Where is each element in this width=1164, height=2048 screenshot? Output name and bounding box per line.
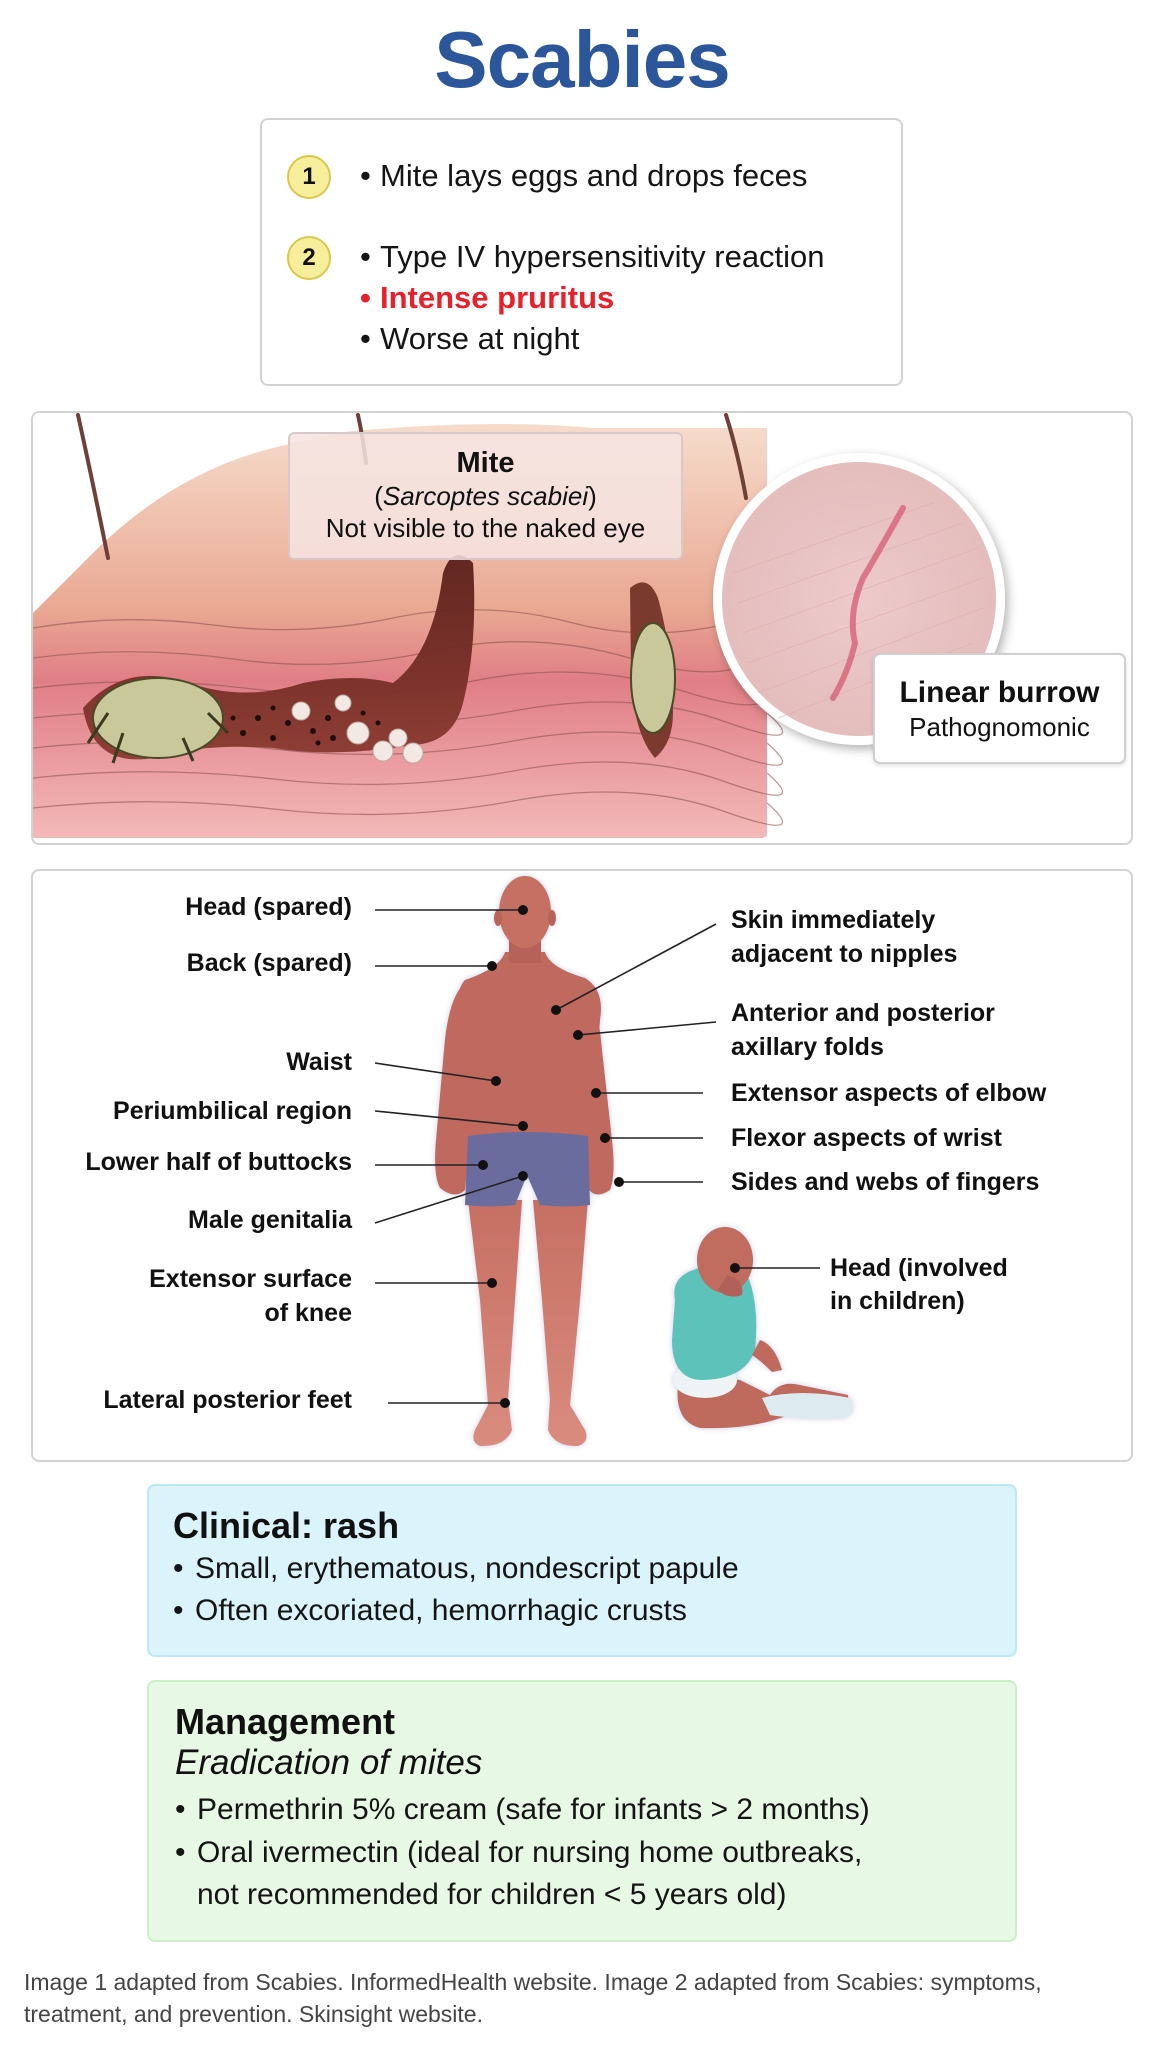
label-axillary-folds: Anterior and posterior axillary folds	[731, 999, 995, 1061]
clinical-bullet-1: •Small, erythematous, nondescript papule	[173, 1552, 739, 1585]
mite-label-title: Mite	[456, 447, 515, 479]
clinical-heading: Clinical: rash	[173, 1505, 400, 1546]
label-head-spared: Head (spared)	[185, 893, 352, 921]
bullet-text: Worse at night	[380, 321, 580, 356]
linear-burrow-title: Linear burrow	[899, 676, 1100, 709]
body-figure-diagram	[374, 876, 854, 1447]
label-lateral-posterior-feet: Lateral posterior feet	[103, 1386, 352, 1414]
label-extensor-elbow: Extensor aspects of elbow	[731, 1079, 1047, 1107]
linear-burrow-subtitle: Pathognomonic	[909, 712, 1090, 742]
bullet-dot: •	[360, 158, 371, 193]
management-subheading: Eradication of mites	[175, 1743, 483, 1782]
step-2-bullet-3: • Worse at night	[360, 319, 579, 359]
mite-label-note: Not visible to the naked eye	[325, 513, 646, 543]
child-figure	[672, 1227, 854, 1429]
label-flexor-wrist: Flexor aspects of wrist	[731, 1124, 1002, 1152]
label-head-involved-children: Head (involved in children)	[830, 1254, 1008, 1315]
label-male-genitalia: Male genitalia	[188, 1206, 352, 1234]
label-extensor-surface-knee: Extensor surface of knee	[149, 1265, 352, 1327]
bullet-text: Type IV hypersensitivity reaction	[380, 239, 825, 274]
label-periumbilical-region: Periumbilical region	[113, 1097, 352, 1125]
linear-burrow-label: Linear burrow Pathognomonic	[873, 653, 1126, 764]
page-title: Scabies	[434, 15, 730, 104]
adult-figure	[435, 876, 614, 1447]
footnote-line-2: treatment, and prevention. Skinsight web…	[24, 2001, 483, 2027]
management-box: Management Eradication of mites •Permeth…	[147, 1680, 1017, 1942]
bullet-dot: •	[360, 280, 371, 315]
connector-dots	[478, 905, 740, 1408]
pathophysiology-box	[260, 118, 903, 386]
label-lower-half-buttocks: Lower half of buttocks	[85, 1148, 352, 1176]
bullet-dot: •	[360, 239, 371, 274]
step-2-bullet-1: • Type IV hypersensitivity reaction	[360, 237, 825, 277]
step-1-bullet-1: • Mite lays eggs and drops feces	[360, 156, 807, 196]
label-sides-webs-fingers: Sides and webs of fingers	[731, 1168, 1040, 1196]
step-1-badge: 1	[287, 155, 331, 199]
step-2-badge: 2	[287, 236, 331, 280]
step-2-bullet-2-highlight: • Intense pruritus	[360, 278, 614, 318]
label-back-spared: Back (spared)	[186, 949, 352, 977]
bullet-text: Intense pruritus	[380, 280, 615, 315]
management-heading: Management	[175, 1701, 396, 1742]
body-distribution-panel	[31, 869, 1133, 1462]
management-bullet-2: •Oral ivermectin (ideal for nursing home…	[175, 1836, 863, 1869]
clinical-bullet-2: •Often excoriated, hemorrhagic crusts	[173, 1594, 687, 1627]
mite-body	[92, 677, 224, 759]
clinical-rash-box: Clinical: rash •Small, erythematous, non…	[147, 1484, 1017, 1657]
label-waist: Waist	[286, 1048, 352, 1076]
source-footnote: Image 1 adapted from Scabies. InformedHe…	[24, 1966, 1144, 2030]
footnote-line-1: Image 1 adapted from Scabies. InformedHe…	[24, 1969, 1042, 1995]
mite-label-species: (Sarcoptes scabiei)	[374, 481, 597, 511]
management-bullet-1: •Permethrin 5% cream (safe for infants >…	[175, 1793, 870, 1826]
mite-label: Mite (Sarcoptes scabiei) Not visible to …	[288, 432, 683, 560]
bullet-dot: •	[360, 321, 371, 356]
label-skin-adjacent-nipples: Skin immediately adjacent to nipples	[731, 906, 958, 968]
connector-lines	[374, 909, 820, 1404]
bullet-text: Mite lays eggs and drops feces	[380, 158, 808, 193]
management-bullet-2-continued: not recommended for children < 5 years o…	[197, 1878, 787, 1911]
